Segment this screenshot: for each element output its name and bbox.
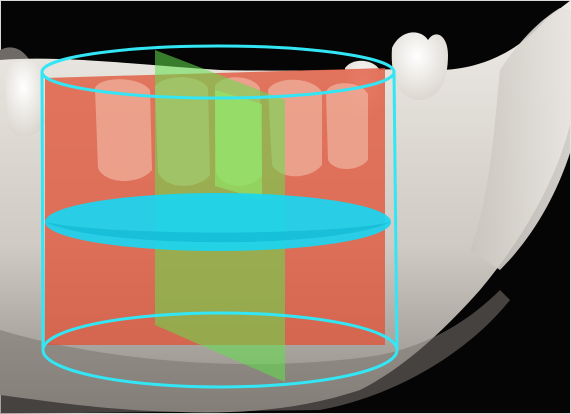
cylinder-left-edge [42,72,43,350]
tooth-premolar [326,83,368,169]
axial-plane [45,193,391,251]
molar-left [5,61,46,137]
coronal-plane-front [215,90,262,200]
